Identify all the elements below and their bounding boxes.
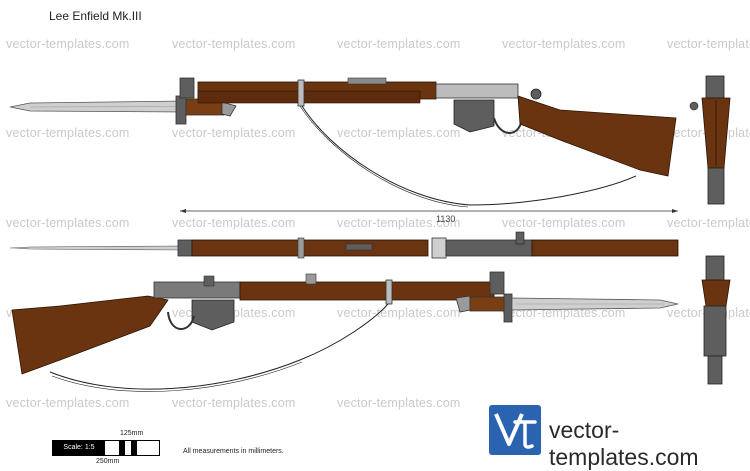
scale-segment	[125, 441, 131, 455]
sling	[49, 303, 389, 390]
forend	[239, 281, 495, 301]
watermark-text: vector-templates.com	[172, 126, 296, 140]
watermark-row: vector-templates.com vector-templates.co…	[0, 216, 750, 232]
scale-bottom-value: 250mm	[96, 458, 120, 465]
watermark-text: vector-templates.com	[502, 37, 626, 51]
rifle-front-view	[689, 75, 731, 205]
sling	[301, 105, 637, 206]
scale-bar: Scale: 1:5	[52, 440, 160, 456]
bayonet-hilt	[469, 296, 507, 312]
rifle-side-view-left	[9, 77, 677, 208]
watermark-row: vector-templates.com vector-templates.co…	[0, 396, 750, 412]
forend-top	[191, 239, 429, 257]
watermark-text: vector-templates.com	[6, 216, 130, 230]
logo-vt-icon	[494, 413, 537, 449]
receiver	[153, 281, 241, 299]
buttstock-top	[531, 239, 679, 257]
dimension-label: 1130	[436, 214, 456, 224]
rifle-rear-view	[701, 255, 731, 385]
logo-text: vector-templates.com	[549, 417, 699, 470]
watermark-text: vector-templates.com	[337, 216, 461, 230]
watermark-text: vector-templates.com	[6, 396, 130, 410]
watermark-text: vector-templates.com	[337, 126, 461, 140]
watermark-text: vector-templates.com	[502, 216, 626, 230]
receiver	[435, 83, 519, 99]
scale-label: Scale: 1:5	[53, 441, 105, 455]
watermark-row: vector-templates.com vector-templates.co…	[0, 37, 750, 53]
scale-segment	[119, 441, 125, 455]
scale-segment	[105, 441, 119, 455]
scale-top-value: 125mm	[120, 430, 144, 437]
rifle-side-view-right	[11, 271, 679, 392]
measurement-note: All measurements in millimeters.	[183, 448, 284, 455]
watermark-text: vector-templates.com	[6, 126, 130, 140]
buttstock	[11, 295, 169, 375]
page-title: Lee Enfield Mk.III	[49, 9, 142, 23]
bayonet-blade-top	[9, 245, 183, 251]
buttstock	[517, 95, 677, 177]
scale-segment	[131, 441, 137, 455]
watermark-text: vector-templates.com	[337, 306, 461, 320]
dimension-line	[180, 209, 678, 213]
watermark-text: vector-templates.com	[172, 396, 296, 410]
watermark-text: vector-templates.com	[6, 37, 130, 51]
magazine	[453, 99, 495, 133]
watermark-text: vector-templates.com	[172, 216, 296, 230]
watermark-text: vector-templates.com	[667, 216, 750, 230]
watermark-text: vector-templates.com	[337, 396, 461, 410]
watermark-text: vector-templates.com	[172, 37, 296, 51]
logo-mark	[489, 405, 541, 455]
rifle-top-view	[9, 231, 679, 259]
watermark-text: vector-templates.com	[667, 37, 750, 51]
watermark-text: vector-templates.com	[337, 37, 461, 51]
scale-segment	[137, 441, 159, 455]
magazine	[191, 299, 235, 331]
